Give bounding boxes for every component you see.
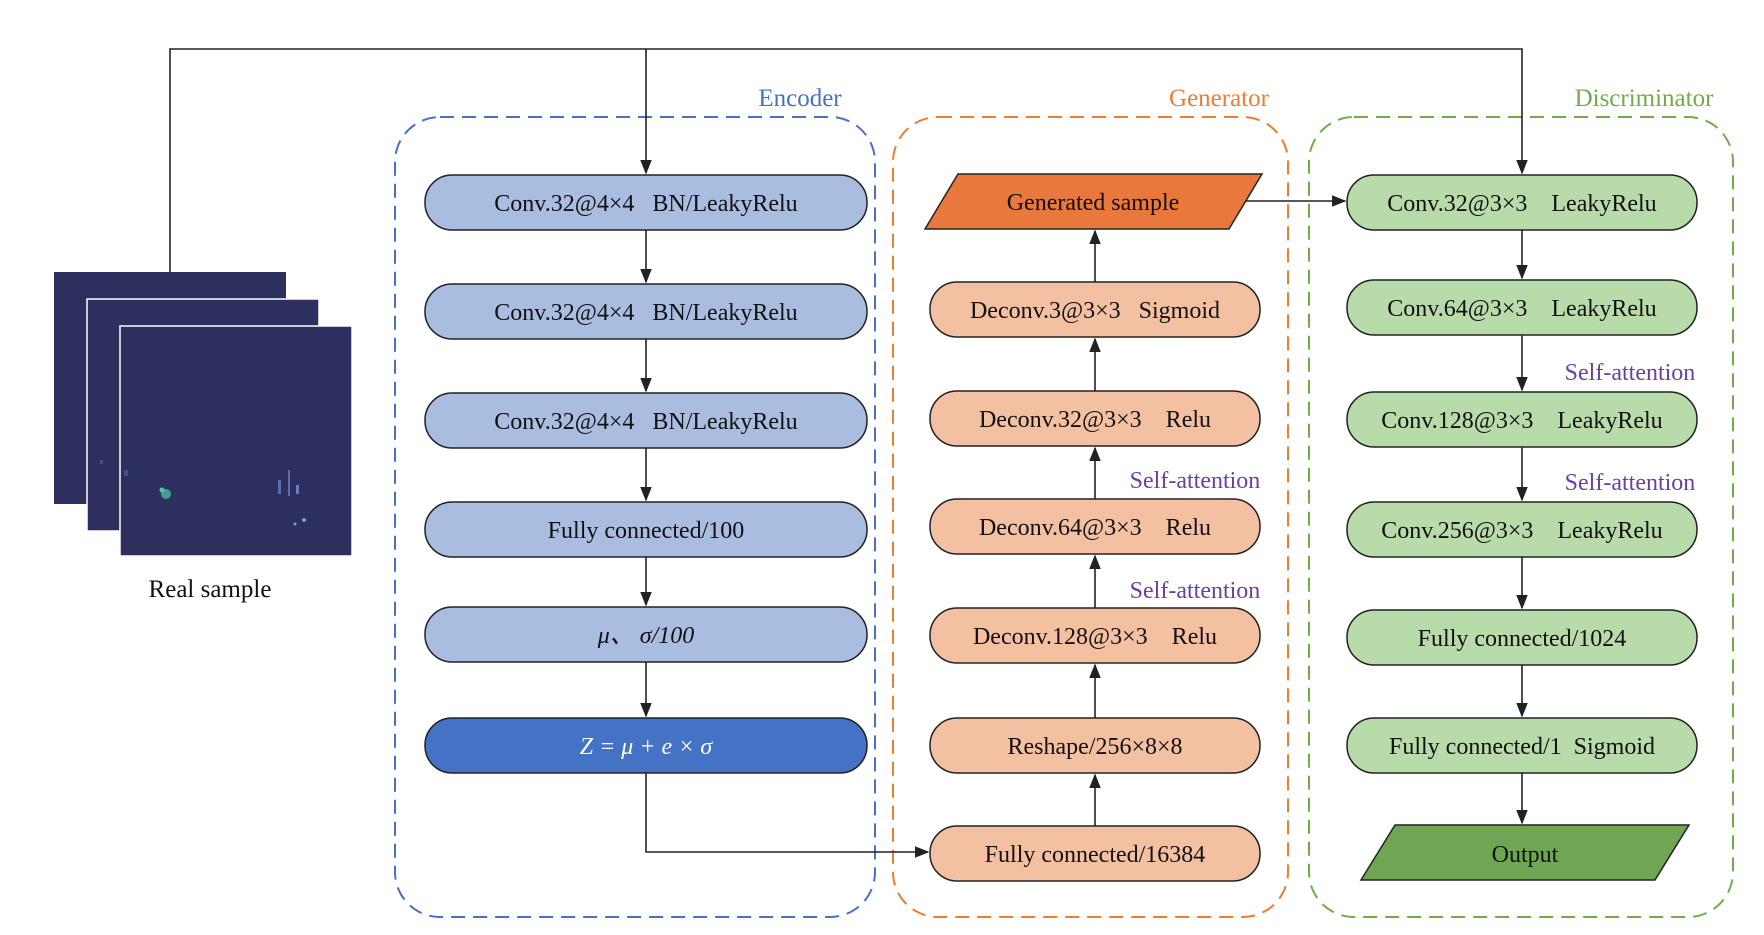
svg-text:Fully connected/16384: Fully connected/16384 (985, 842, 1206, 868)
discriminator-group-title: Discriminator (1575, 85, 1715, 112)
generator-layer: Deconv.3@3×3 Sigmoid (929, 281, 1261, 338)
discriminator-layer: Fully connected/1 Sigmoid (1346, 717, 1698, 774)
latent-to-generator-arrow (645, 773, 930, 858)
svg-text:Conv.32@3×3 LeakyRelu: Conv.32@3×3 LeakyRelu (1387, 191, 1656, 217)
connector-lines (169, 48, 1528, 858)
svg-text:Fully connected/1024: Fully connected/1024 (1418, 626, 1627, 652)
encoder-layer: Fully connected/100 (424, 501, 868, 558)
generator-group-frame (892, 116, 1289, 918)
svg-text:Generated sample: Generated sample (1007, 190, 1180, 216)
svg-text:Z = μ + e × σ: Z = μ + e × σ (580, 734, 714, 760)
svg-text:Fully connected/1 Sigmoid: Fully connected/1 Sigmoid (1389, 734, 1655, 760)
svg-text:Reshape/256×8×8: Reshape/256×8×8 (1007, 734, 1182, 760)
discriminator-output-box: Output (1359, 824, 1691, 881)
encoder-layer: Conv.32@4×4 BN/LeakyRelu (424, 174, 868, 231)
svg-text:Deconv.128@3×3 Relu: Deconv.128@3×3 Relu (973, 624, 1217, 650)
generator-self-attention-label: Self-attention (1130, 468, 1261, 494)
real-sample-label: Real sample (149, 576, 272, 603)
generator-layer: Fully connected/16384 (929, 825, 1261, 882)
svg-text:Conv.128@3×3 LeakyRelu: Conv.128@3×3 LeakyRelu (1381, 408, 1662, 434)
svg-text:Conv.64@3×3 LeakyRelu: Conv.64@3×3 LeakyRelu (1387, 296, 1656, 322)
svg-text:Output: Output (1492, 842, 1559, 868)
discriminator-layer: Conv.32@3×3 LeakyRelu (1346, 174, 1698, 231)
svg-text:Deconv.64@3×3 Relu: Deconv.64@3×3 Relu (979, 515, 1211, 541)
generated-sample-box: Generated sample (923, 173, 1264, 230)
encoder-layer: Conv.32@4×4 BN/LeakyRelu (424, 283, 868, 340)
generator-layer: Reshape/256×8×8 (929, 717, 1261, 774)
svg-text:Conv.256@3×3 LeakyRelu: Conv.256@3×3 LeakyRelu (1381, 518, 1662, 544)
discriminator-layer: Fully connected/1024 (1346, 609, 1698, 666)
svg-text:Fully connected/100: Fully connected/100 (548, 518, 745, 544)
svg-text:Conv.32@4×4 BN/LeakyRelu: Conv.32@4×4 BN/LeakyRelu (494, 191, 797, 217)
generator-layer: Deconv.32@3×3 Relu (929, 390, 1261, 447)
discriminator-layer: Conv.128@3×3 LeakyRelu (1346, 391, 1698, 448)
svg-text:μ、 σ/100: μ、 σ/100 (597, 623, 695, 649)
svg-text:Deconv.32@3×3 Relu: Deconv.32@3×3 Relu (979, 407, 1211, 433)
svg-text:Deconv.3@3×3 Sigmoid: Deconv.3@3×3 Sigmoid (970, 298, 1220, 324)
encoder-group-title: Encoder (758, 85, 842, 112)
real-sample-image-stack (54, 272, 353, 557)
svg-text:Conv.32@4×4 BN/LeakyRelu: Conv.32@4×4 BN/LeakyRelu (494, 300, 797, 326)
generator-layer: Deconv.128@3×3 Relu (929, 607, 1261, 664)
discriminator-layer: Conv.256@3×3 LeakyRelu (1346, 501, 1698, 558)
discriminator-layer: Conv.64@3×3 LeakyRelu (1346, 279, 1698, 336)
generator-group-title: Generator (1169, 85, 1270, 112)
encoder-group-frame (394, 116, 876, 918)
discriminator-self-attention-label: Self-attention (1565, 360, 1696, 386)
encoder-layer: Conv.32@4×4 BN/LeakyRelu (424, 392, 868, 449)
discriminator-self-attention-label: Self-attention (1565, 470, 1696, 496)
generator-layer: Deconv.64@3×3 Relu (929, 498, 1261, 555)
encoder-layer: μ、 σ/100 (424, 606, 868, 663)
real-sample-feed-line (169, 48, 1528, 272)
discriminator-group-frame (1308, 116, 1734, 918)
encoder-latent-z: Z = μ + e × σ (424, 717, 868, 774)
generator-self-attention-label: Self-attention (1130, 578, 1261, 604)
svg-text:Conv.32@4×4 BN/LeakyRelu: Conv.32@4×4 BN/LeakyRelu (494, 409, 797, 435)
